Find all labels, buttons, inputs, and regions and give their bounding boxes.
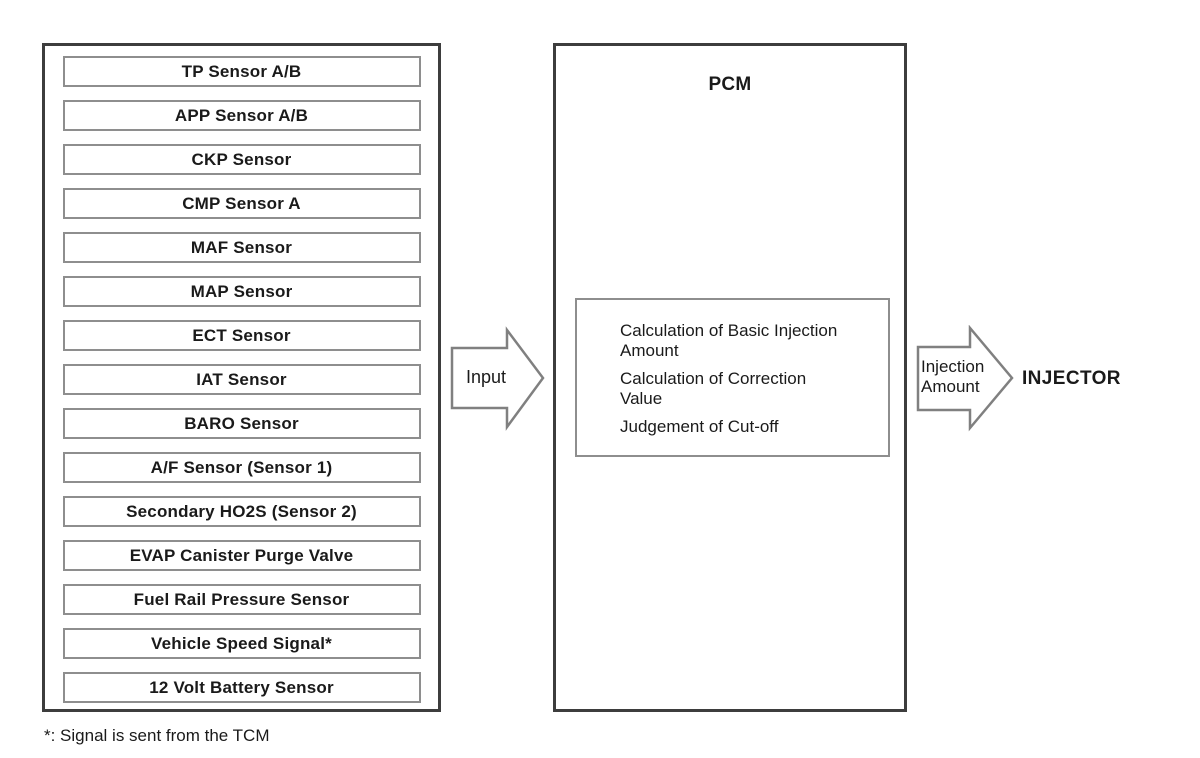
injector-label: INJECTOR <box>1022 368 1121 389</box>
sensor-box: MAP Sensor <box>62 276 421 307</box>
sensor-box: BARO Sensor <box>62 408 421 439</box>
injection-amount-arrow-icon <box>916 325 1014 432</box>
pcm-function-item: Judgement of Cut-off <box>620 417 779 436</box>
sensor-box: TP Sensor A/B <box>62 56 421 87</box>
sensor-box: Fuel Rail Pressure Sensor <box>62 584 421 615</box>
input-arrow-label: Input <box>465 367 507 387</box>
sensor-box: 12 Volt Battery Sensor <box>62 672 421 703</box>
footnote-tcm-signal: *: Signal is sent from the TCM <box>44 726 270 745</box>
sensor-box: IAT Sensor <box>62 364 421 395</box>
input-arrow-icon <box>450 326 545 431</box>
injection-amount-line2: Amount <box>921 377 980 396</box>
sensor-box: EVAP Canister Purge Valve <box>62 540 421 571</box>
sensor-box: Vehicle Speed Signal* <box>62 628 421 659</box>
sensor-box: CKP Sensor <box>62 144 421 175</box>
injection-amount-arrow-label: Injection Amount <box>921 357 984 397</box>
sensor-box: CMP Sensor A <box>62 188 421 219</box>
sensor-box: APP Sensor A/B <box>62 100 421 131</box>
pcm-function-item: Calculation of Basic Injection Amount <box>620 321 838 360</box>
pcm-function-item: Calculation of Correction Value <box>620 369 807 408</box>
injection-amount-line1: Injection <box>921 357 985 376</box>
pcm-box: PCM Calculation of Basic Injection Amoun… <box>553 43 907 712</box>
sensor-box: Secondary HO2S (Sensor 2) <box>62 496 421 527</box>
sensor-box: ECT Sensor <box>62 320 421 351</box>
sensor-box: A/F Sensor (Sensor 1) <box>62 452 421 483</box>
sensor-input-group-box: TP Sensor A/B APP Sensor A/B CKP Sensor … <box>42 43 441 712</box>
pcm-title: PCM <box>708 74 752 95</box>
pcm-calculation-box: Calculation of Basic Injection Amount Ca… <box>575 298 890 457</box>
sensor-box: MAF Sensor <box>62 232 421 263</box>
